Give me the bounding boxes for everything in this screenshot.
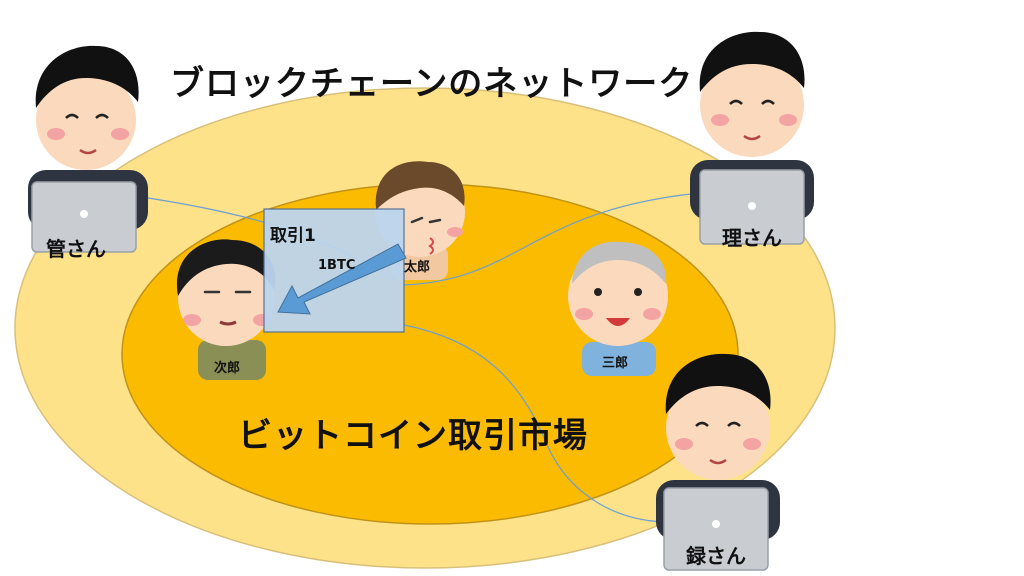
transaction-label: 取引1 xyxy=(270,226,316,246)
saburo-figure xyxy=(568,241,668,376)
network-title: ブロックチェーンのネットワーク xyxy=(170,64,694,104)
roku-figure xyxy=(656,353,780,571)
transaction-amount: 1BTC xyxy=(318,258,356,273)
node-ri-label: 理さん xyxy=(722,226,782,250)
ri-figure xyxy=(690,31,814,245)
connector-roku xyxy=(403,324,666,523)
node-kan-label: 管さん xyxy=(46,237,106,261)
kan-figure xyxy=(28,45,148,253)
transfer-arrow xyxy=(277,243,407,315)
participant-taro-label: 太郎 xyxy=(404,260,431,275)
jiro-figure xyxy=(176,239,276,380)
connector-ri xyxy=(403,192,701,286)
market-title: ビットコイン取引市場 xyxy=(238,416,588,456)
node-roku-label: 録さん xyxy=(686,544,746,568)
participant-jiro-label: 次郎 xyxy=(214,361,241,376)
participant-saburo-label: 三郎 xyxy=(602,356,629,371)
